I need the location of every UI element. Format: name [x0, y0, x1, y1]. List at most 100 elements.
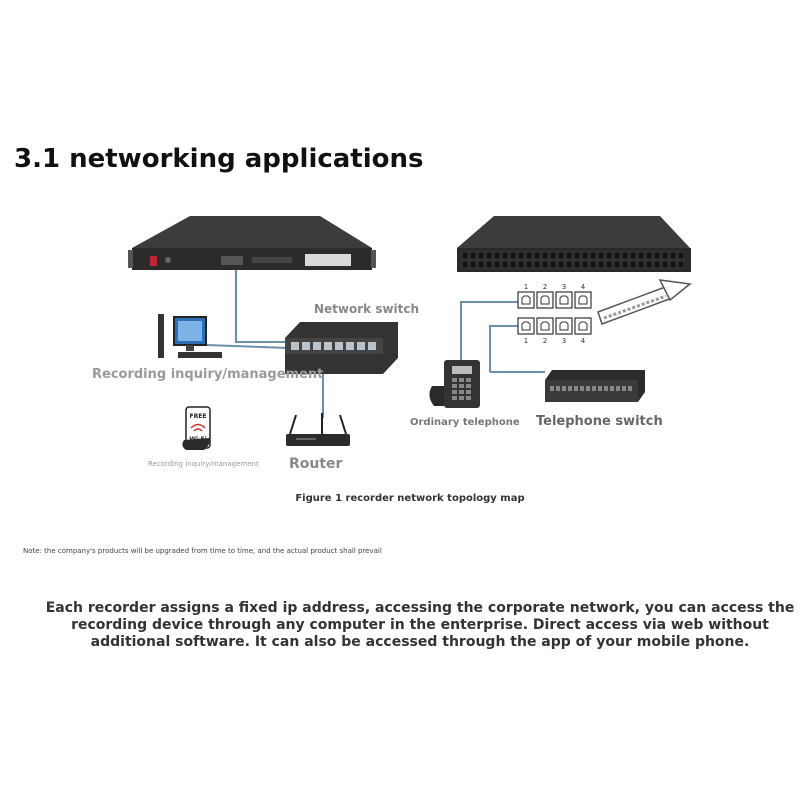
rj11-port: [677, 260, 685, 269]
phone-key: [459, 390, 464, 394]
phone-key: [459, 396, 464, 400]
pbx-port: [616, 386, 620, 391]
pbx-port: [604, 386, 608, 391]
switch-port: [368, 342, 376, 350]
rj11-port: [669, 251, 677, 260]
link-phone-to-jack: [460, 301, 518, 362]
rj11-port: [613, 251, 621, 260]
pbx-port: [580, 386, 584, 391]
pbx-port: [598, 386, 602, 391]
switch-port: [302, 342, 310, 350]
jack-opening: [578, 321, 588, 331]
rj11-port: [517, 260, 525, 269]
rj11-port: [645, 251, 653, 260]
router-icon: [286, 413, 350, 446]
phone-key: [452, 396, 457, 400]
rj11-port: [493, 251, 501, 260]
rj11-port: [485, 260, 493, 269]
rj11-port: [613, 260, 621, 269]
rj11-port: [653, 260, 661, 269]
rj11-port: [597, 260, 605, 269]
wifi-sign-free-text: FREE: [190, 413, 207, 420]
recorder-device-left: [128, 216, 376, 270]
label-ordinary-telephone: Ordinary telephone: [410, 417, 520, 428]
rj11-port: [509, 251, 517, 260]
rj11-port: [653, 251, 661, 260]
rj11-port: [661, 260, 669, 269]
telephone-switch-icon: [545, 370, 645, 402]
phone-key: [452, 390, 457, 394]
rj11-port: [565, 251, 573, 260]
rj11-port: [605, 260, 613, 269]
label-recording-inquiry-mobile: Recording inquiry/management: [148, 460, 259, 468]
rj11-jack: [536, 291, 554, 309]
rj11-port: [533, 251, 541, 260]
rj11-port: [645, 260, 653, 269]
rj11-jack: [517, 291, 535, 309]
rj11-port: [493, 260, 501, 269]
phone-key: [452, 384, 457, 388]
rj11-port: [629, 260, 637, 269]
rj11-port-row: [461, 251, 685, 269]
rj11-port: [581, 251, 589, 260]
rj11-jack: [574, 317, 592, 335]
rj11-jack: [517, 317, 535, 335]
jack-number: 2: [543, 337, 547, 345]
rj11-port: [573, 260, 581, 269]
link-pc-to-switch: [205, 344, 289, 349]
connection-lines: [205, 268, 545, 418]
jack-number: 4: [581, 283, 586, 291]
rj11-port: [501, 260, 509, 269]
rj11-port: [589, 251, 597, 260]
telephone-icon: [429, 360, 480, 408]
rj11-port: [501, 251, 509, 260]
phone-key: [459, 378, 464, 382]
pbx-port: [556, 386, 560, 391]
jack-row-top: [517, 291, 592, 309]
jack-row-bottom: [517, 317, 592, 335]
pbx-port: [622, 386, 626, 391]
pbx-port: [610, 386, 614, 391]
computer-icon: [158, 314, 222, 358]
label-router: Router: [289, 456, 343, 472]
phone-key: [459, 384, 464, 388]
rj11-port: [557, 260, 565, 269]
jack-opening: [540, 295, 550, 305]
figure-caption: Figure 1 recorder network topology map: [295, 493, 525, 504]
rj11-port: [621, 251, 629, 260]
telephone-keypad: [452, 378, 471, 400]
rj11-port: [637, 260, 645, 269]
jack-number: 1: [524, 337, 528, 345]
rj11-port: [629, 251, 637, 260]
rj11-jack: [574, 291, 592, 309]
switch-port: [313, 342, 321, 350]
rj11-port: [533, 260, 541, 269]
rj11-port: [549, 251, 557, 260]
section-title: 3.1 networking applications: [14, 144, 424, 174]
rj11-port: [525, 260, 533, 269]
switch-port: [346, 342, 354, 350]
pbx-port: [592, 386, 596, 391]
jack-opening: [578, 295, 588, 305]
rj11-port: [477, 260, 485, 269]
pbx-port: [574, 386, 578, 391]
rj11-port: [597, 251, 605, 260]
rj11-port: [485, 251, 493, 260]
phone-key: [452, 378, 457, 382]
rj11-port: [581, 260, 589, 269]
jack-number: 4: [581, 337, 586, 345]
jack-opening: [559, 295, 569, 305]
rj11-port: [621, 260, 629, 269]
rj11-port: [525, 251, 533, 260]
rj11-port: [557, 251, 565, 260]
jack-opening: [540, 321, 550, 331]
label-telephone-switch: Telephone switch: [536, 414, 663, 429]
phone-key: [466, 390, 471, 394]
rj11-jack: [555, 291, 573, 309]
pbx-port-row: [550, 386, 632, 391]
pbx-port: [568, 386, 572, 391]
pbx-port: [550, 386, 554, 391]
